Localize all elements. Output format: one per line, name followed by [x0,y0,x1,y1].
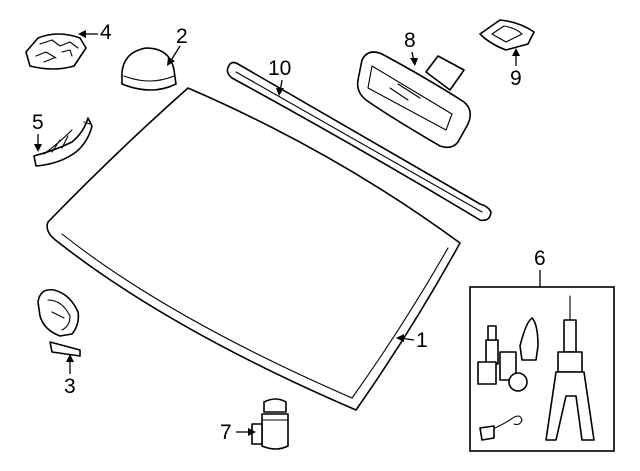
sensor-bracket-part-3 [37,288,81,357]
bracket-part-4 [25,33,87,70]
cap-part-2 [121,47,177,91]
bracket-part-5 [33,117,93,167]
leader-lines [34,30,541,436]
callout-3: 3 [64,375,76,398]
callout-6: 6 [534,247,546,270]
callout-4: 4 [100,21,112,44]
callout-10: 10 [268,57,292,80]
callout-2: 2 [176,25,188,48]
bottle-part-7 [251,398,289,450]
callout-7: 7 [220,421,232,444]
windshield-glass [46,87,461,411]
rear-view-mirror [356,51,472,149]
callout-5: 5 [32,111,44,134]
clip-part-9 [479,19,535,51]
callout-1: 1 [416,329,428,352]
repair-kit-contents [477,295,595,441]
callout-8: 8 [404,29,416,52]
windshield-molding [226,61,492,222]
callout-9: 9 [510,67,522,90]
